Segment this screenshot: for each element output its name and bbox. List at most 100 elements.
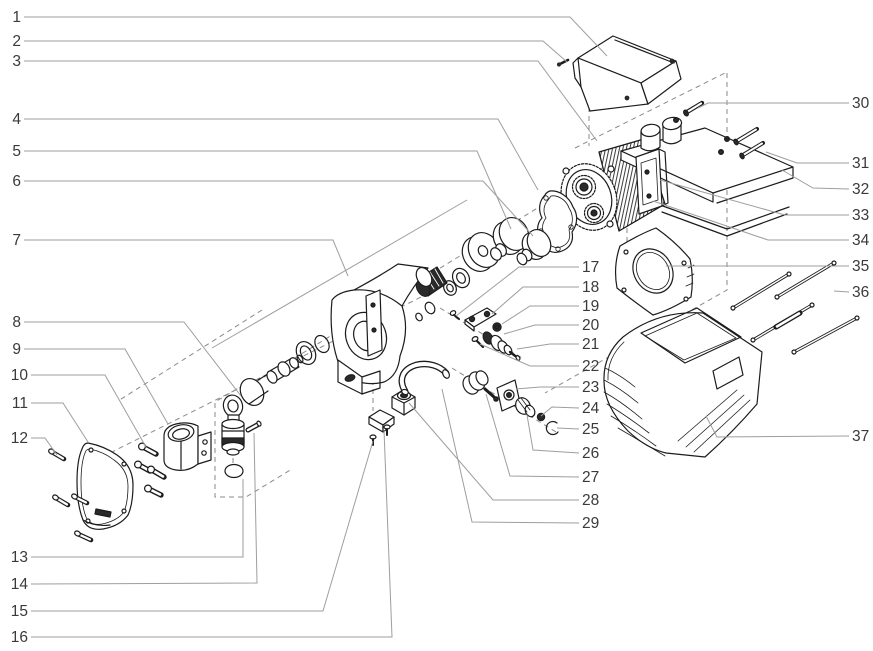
gear-housing	[330, 263, 433, 395]
callout-4-leader-line	[24, 118, 539, 191]
motor-shroud-shell	[603, 307, 763, 458]
nut-19	[492, 322, 502, 332]
shell-top-panel	[640, 307, 742, 364]
callout-18-leader-line	[491, 286, 579, 315]
callout-numbers-layer: 1234567891011121314151617181920212223242…	[11, 9, 870, 646]
crank-disc-1	[498, 217, 530, 251]
baffle-opening	[632, 248, 674, 294]
callout-6-number: 6	[12, 173, 21, 190]
callout-26-leader-line	[526, 414, 580, 454]
callout-17-leader-line	[455, 266, 579, 317]
screw-22	[471, 336, 485, 349]
callout-37-number: 37	[852, 428, 869, 445]
shell-slot	[712, 356, 744, 390]
callout-14-number: 14	[11, 576, 29, 593]
clamp-bore	[172, 428, 190, 440]
callout-27-leader-line	[485, 393, 580, 478]
callout-32-number: 32	[852, 181, 869, 198]
callout-15-number: 15	[11, 603, 28, 620]
callout-8-number: 8	[12, 314, 21, 331]
bearing-collar	[415, 266, 433, 288]
callout-8-leader-line	[24, 321, 242, 397]
callout-6-leader-line	[24, 180, 534, 237]
front-cover	[76, 442, 134, 530]
screw-17	[449, 310, 460, 320]
callout-36-number: 36	[852, 284, 869, 301]
o-ring	[224, 463, 244, 479]
pump-foot	[368, 409, 395, 446]
callout-31-leader-line	[765, 151, 849, 164]
callout-34-leader-line	[652, 200, 849, 241]
crankshaft-assembly	[415, 217, 552, 322]
seal-ring-small	[314, 334, 330, 354]
siphon-tube	[398, 360, 450, 396]
callout-9-leader-line	[24, 348, 169, 425]
callout-12-leader-line	[31, 437, 58, 456]
motor-cover-part	[572, 35, 682, 112]
callout-12-number: 12	[11, 430, 28, 447]
callout-23-number: 23	[582, 379, 599, 396]
screw-2	[556, 62, 562, 67]
housing-bolts	[134, 442, 167, 498]
callout-2-number: 2	[12, 33, 21, 50]
callout-16-number: 16	[11, 629, 28, 646]
leader-lines-layer	[24, 16, 850, 638]
callout-11-number: 11	[12, 395, 28, 412]
callout-5-number: 5	[12, 143, 21, 160]
nut-24	[536, 412, 546, 422]
valve-axis-dash	[439, 307, 523, 359]
cover-mounting-screws	[48, 448, 94, 543]
callout-2-leader-line	[24, 40, 568, 63]
callout-29-number: 29	[582, 515, 599, 532]
callout-3-leader-line	[24, 60, 598, 142]
transducer-tip	[493, 396, 499, 402]
callout-18-number: 18	[582, 279, 599, 296]
callout-3-number: 3	[12, 53, 21, 70]
cap-25	[545, 420, 559, 436]
callout-10-number: 10	[11, 367, 29, 384]
callout-29-leader-line	[441, 388, 580, 524]
callout-22-number: 22	[582, 358, 599, 375]
callout-5-leader-line	[24, 150, 512, 230]
screw-12	[48, 448, 67, 462]
bolts-31	[717, 127, 765, 160]
transducer-assembly	[462, 370, 559, 436]
baffle-plate	[614, 227, 695, 316]
callout-31-number: 31	[852, 155, 869, 172]
callout-25-number: 25	[582, 421, 599, 438]
callout-20-leader-line	[503, 324, 579, 335]
callout-26-number: 26	[582, 445, 599, 462]
callout-24-leader-line	[540, 406, 580, 417]
outlet-fitting	[391, 389, 416, 416]
cover-slot	[94, 508, 112, 518]
motor-bracket	[620, 100, 794, 237]
callout-23-leader-line	[515, 386, 579, 390]
callout-13-leader-line	[31, 479, 244, 558]
gear-small	[583, 202, 605, 224]
callout-34-number: 34	[852, 232, 870, 249]
callout-35-number: 35	[852, 258, 869, 275]
pusher-dashed-box	[214, 383, 293, 498]
tertiary-axis-dash	[117, 309, 263, 402]
callout-21-number: 21	[582, 336, 599, 353]
assembly-boundary-line	[211, 199, 468, 349]
callout-20-number: 20	[582, 317, 600, 334]
bolt-30	[672, 100, 705, 123]
crank-disc-2	[526, 229, 552, 257]
motor-mount-plate	[635, 148, 669, 215]
motor-subassembly-dashed-box	[544, 71, 728, 394]
callout-28-number: 28	[582, 492, 599, 509]
valve-20-21	[482, 331, 521, 361]
callout-1-number: 1	[12, 9, 21, 26]
cover-screws	[556, 58, 675, 101]
callout-11-leader-line	[31, 402, 89, 443]
callout-19-number: 19	[582, 298, 599, 315]
gear-large	[571, 174, 597, 200]
callout-33-leader-line	[659, 179, 849, 216]
callout-30-number: 30	[852, 95, 870, 112]
callout-14-leader-line	[30, 432, 258, 585]
callout-15-leader-line	[31, 440, 374, 612]
piston-pusher-assembly	[221, 394, 262, 479]
callout-37-leader-line	[705, 415, 850, 438]
